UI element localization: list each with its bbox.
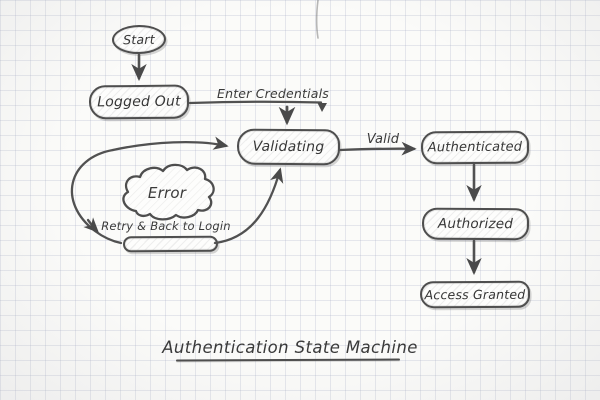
authorized-node-label: Authorized xyxy=(437,215,514,233)
diagram-title-underline xyxy=(175,358,401,362)
authenticated-node: Authenticated xyxy=(420,130,530,165)
access-granted-node-label: Access Granted xyxy=(424,286,526,303)
logged-out-node-label: Logged Out xyxy=(97,93,181,111)
error-cloud-label: Error xyxy=(147,184,187,202)
access-granted-node: Access Granted xyxy=(419,280,531,309)
stray-pencil-mark xyxy=(315,0,319,39)
edge-loop-top-arc xyxy=(111,136,229,152)
edge-validating-to-authenticated xyxy=(338,141,417,156)
enter-credentials-edge-label: Enter Credentials xyxy=(216,86,330,101)
authenticated-node-label: Authenticated xyxy=(427,139,523,156)
validating-node: Validating xyxy=(236,128,341,166)
validating-node-label: Validating xyxy=(252,138,325,156)
retry-state-node xyxy=(122,235,219,253)
diagram-title: Authentication State Machine xyxy=(162,338,418,357)
authorized-node: Authorized xyxy=(421,207,530,241)
start-node-label: Start xyxy=(123,31,155,48)
valid-edge-label: Valid xyxy=(366,132,400,147)
edge-enter-credentials-line xyxy=(188,100,323,105)
retry-back-to-login-edge-label: Retry & Back to Login xyxy=(101,219,231,233)
edge-enter-credentials-tick-arrowhead xyxy=(317,103,327,112)
logged-out-node: Logged Out xyxy=(88,84,190,120)
start-node: Start xyxy=(111,24,167,55)
